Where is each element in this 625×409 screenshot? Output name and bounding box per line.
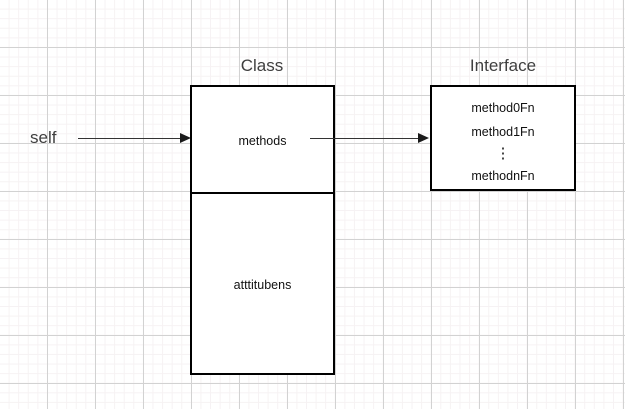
class-attributes-label: atttitubens	[233, 278, 292, 292]
edge-label-self: self	[30, 128, 57, 147]
methods-edge-arrowhead	[418, 132, 429, 143]
interface-node-title: Interface	[469, 56, 537, 75]
class-node-title: Class	[240, 56, 284, 75]
class-compartment-divider	[190, 192, 335, 194]
interface-method-item: methodnFn	[471, 169, 535, 183]
interface-method-item: method1Fn	[471, 125, 535, 139]
interface-method-item: method0Fn	[471, 101, 535, 115]
class-node-box[interactable]: methods atttitubens	[190, 85, 335, 375]
self-edge-arrowhead	[180, 132, 191, 143]
interface-method-list: method0Fn method1Fn ⋮ methodnFn	[432, 96, 574, 188]
class-methods-label: methods	[238, 134, 287, 148]
self-edge-line	[78, 138, 183, 139]
interface-node-box[interactable]: method0Fn method1Fn ⋮ methodnFn	[430, 85, 576, 191]
interface-ellipsis-icon: ⋮	[495, 145, 511, 162]
methods-edge-line	[310, 138, 420, 139]
